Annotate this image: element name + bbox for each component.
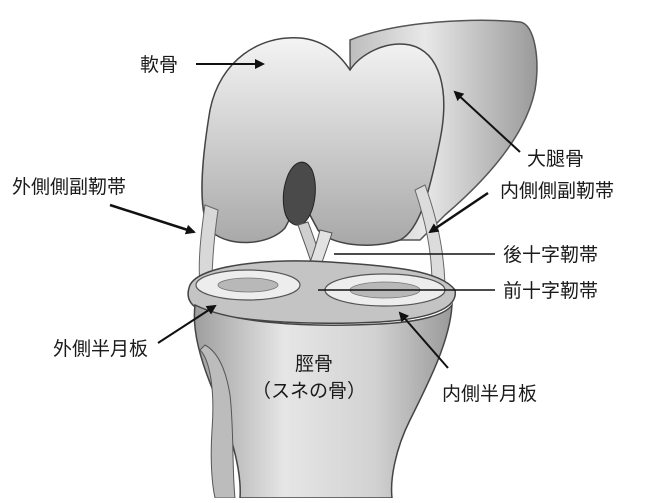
label-posterior-cruciate-ligament: 後十字靭帯: [503, 244, 598, 266]
label-femur: 大腿骨: [527, 148, 584, 170]
label-anterior-cruciate-ligament: 前十字靭帯: [503, 280, 598, 302]
label-cartilage: 軟骨: [140, 54, 178, 76]
label-lateral-meniscus: 外側半月板: [53, 338, 148, 360]
label-tibia-note: （スネの骨）: [252, 380, 366, 402]
label-tibia: 脛骨: [295, 353, 333, 375]
label-medial-meniscus: 内側半月板: [442, 383, 537, 405]
femoral-condyles: [202, 38, 444, 245]
label-medial-collateral-ligament: 内側側副靭帯: [500, 180, 614, 202]
lateral-meniscus-inner: [218, 278, 278, 292]
label-lateral-collateral-ligament: 外側側副靭帯: [12, 176, 126, 198]
lateral-collateral-arrow: [110, 205, 194, 232]
